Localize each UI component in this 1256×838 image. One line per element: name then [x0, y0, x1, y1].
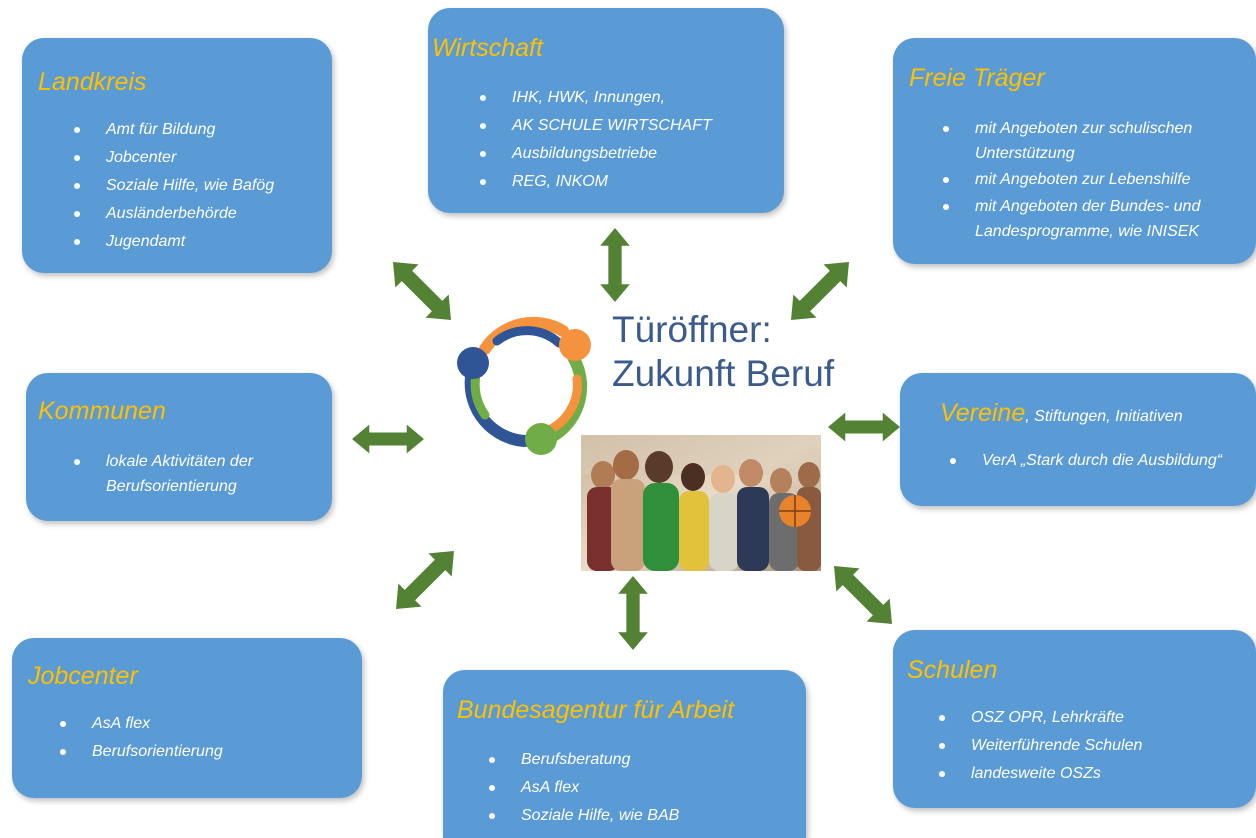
- center-title-line2: Zukunft Beruf: [612, 353, 835, 394]
- arrow-wirtschaft-center-icon: [600, 227, 630, 303]
- center-title-line1: Türöffner:: [612, 309, 772, 350]
- arrow-jobcenter-center-icon: [396, 551, 454, 609]
- list-item: Ausländerbehörde: [74, 200, 274, 228]
- group-photo: [581, 435, 821, 571]
- box-jobcenter: Jobcenter AsA flex Berufsorientierung: [12, 638, 362, 798]
- arrow-freie-traeger-center-icon: [791, 262, 849, 320]
- list-item: Weiterführende Schulen: [939, 732, 1142, 760]
- list-item: Soziale Hilfe, wie BAB: [489, 802, 679, 830]
- box-vereine-list: VerA „Stark durch die Ausbildung“: [950, 447, 1222, 475]
- center-title: Türöffner: Zukunft Beruf: [612, 308, 834, 396]
- box-kommunen-list: lokale Aktivitäten der Berufsorientierun…: [74, 449, 314, 499]
- tueroeffner-logo-icon: [457, 316, 591, 455]
- box-wirtschaft: Wirtschaft IHK, HWK, Innungen, AK SCHULE…: [428, 8, 784, 213]
- box-landkreis-list: Amt für Bildung Jobcenter Soziale Hilfe,…: [74, 116, 274, 256]
- arrow-landkreis-center-icon: [393, 262, 451, 320]
- list-item: mit Angeboten der Bundes- und Landesprog…: [943, 194, 1249, 244]
- list-item: AsA flex: [60, 710, 223, 738]
- list-item: AK SCHULE WIRTSCHAFT: [480, 112, 712, 140]
- list-item: Berufsorientierung: [60, 738, 223, 766]
- arrow-bundesagentur-center-icon: [618, 575, 648, 651]
- list-item: Jugendamt: [74, 228, 274, 256]
- box-kommunen: Kommunen lokale Aktivitäten der Berufsor…: [26, 373, 332, 521]
- list-item: VerA „Stark durch die Ausbildung“: [950, 447, 1222, 475]
- arrow-vereine-center-icon: [828, 412, 900, 442]
- list-item: OSZ OPR, Lehrkräfte: [939, 704, 1142, 732]
- list-item: REG, INKOM: [480, 168, 712, 196]
- box-schulen-title: Schulen: [907, 656, 998, 684]
- box-freie-traeger-title: Freie Träger: [909, 64, 1045, 92]
- box-freie-traeger: Freie Träger mit Angeboten zur schulisch…: [893, 38, 1256, 264]
- group-photo-image: [581, 435, 821, 571]
- box-vereine-title-main: Vereine: [940, 399, 1026, 427]
- list-item: IHK, HWK, Innungen,: [480, 84, 712, 112]
- box-bundesagentur: Bundesagentur für Arbeit Berufsberatung …: [443, 670, 806, 838]
- list-item: AsA flex: [489, 774, 679, 802]
- box-schulen-list: OSZ OPR, Lehrkräfte Weiterführende Schul…: [939, 704, 1142, 788]
- box-vereine-title-suffix: , Stiftungen, Initiativen: [1025, 408, 1183, 425]
- list-item: mit Angeboten zur schulischen Unterstütz…: [943, 116, 1249, 166]
- box-vereine: Vereine, Stiftungen, Initiativen VerA „S…: [900, 373, 1256, 506]
- box-bundesagentur-list: Berufsberatung AsA flex Soziale Hilfe, w…: [489, 746, 679, 830]
- box-jobcenter-list: AsA flex Berufsorientierung: [60, 710, 223, 766]
- box-schulen: Schulen OSZ OPR, Lehrkräfte Weiterführen…: [893, 630, 1256, 808]
- box-wirtschaft-title: Wirtschaft: [432, 34, 543, 62]
- box-freie-traeger-list: mit Angeboten zur schulischen Unterstütz…: [943, 116, 1249, 244]
- list-item: Ausbildungsbetriebe: [480, 140, 712, 168]
- list-item: mit Angeboten zur Lebenshilfe: [943, 166, 1249, 194]
- list-item: Amt für Bildung: [74, 116, 274, 144]
- list-item: Jobcenter: [74, 144, 274, 172]
- list-item: lokale Aktivitäten der Berufsorientierun…: [74, 449, 314, 499]
- arrow-kommunen-center-icon: [352, 424, 424, 454]
- list-item: landesweite OSZs: [939, 760, 1142, 788]
- box-landkreis-title: Landkreis: [38, 68, 147, 96]
- list-item: Berufsberatung: [489, 746, 679, 774]
- box-bundesagentur-title: Bundesagentur für Arbeit: [457, 696, 735, 724]
- box-landkreis: Landkreis Amt für Bildung Jobcenter Sozi…: [22, 38, 332, 273]
- box-wirtschaft-list: IHK, HWK, Innungen, AK SCHULE WIRTSCHAFT…: [480, 84, 712, 196]
- box-kommunen-title: Kommunen: [38, 397, 166, 425]
- list-item: Soziale Hilfe, wie Bafög: [74, 172, 274, 200]
- arrow-schulen-center-icon: [834, 566, 892, 624]
- box-jobcenter-title: Jobcenter: [28, 662, 138, 690]
- box-vereine-title: Vereine, Stiftungen, Initiativen: [940, 399, 1183, 428]
